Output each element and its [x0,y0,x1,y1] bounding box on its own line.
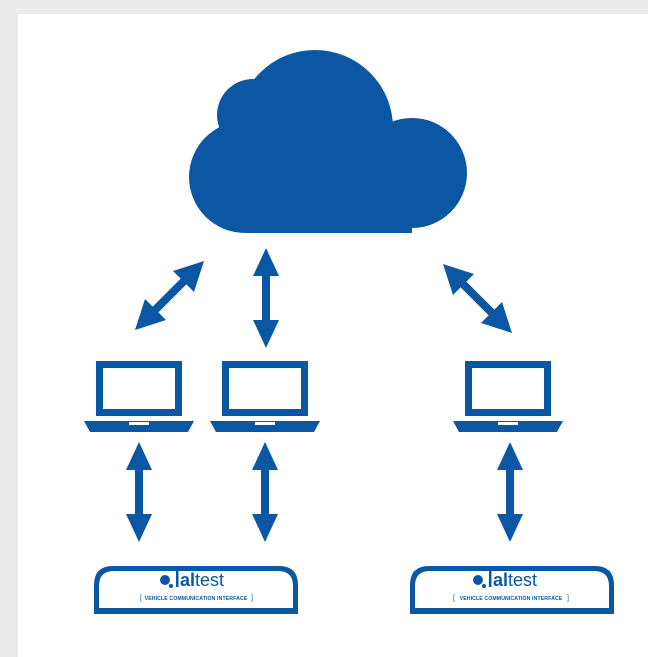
arrow-laptop-device-3 [497,442,523,542]
brand-prefix: al [493,570,508,590]
arrow-cloud-laptop-1 [135,261,204,330]
altest-logo-icon [160,570,179,588]
laptop-icon [453,361,563,432]
laptop-icon [84,361,194,432]
arrow-laptop-device-2 [252,442,278,542]
altest-logo-icon [473,570,492,588]
arrow-laptop-device-1 [126,442,152,542]
svg-text:[: [ [453,595,455,602]
device-tagline: VEHICLE COMMUNICATION INTERFACE [145,596,248,602]
svg-text:altest: altest [180,570,224,590]
laptop-icon [210,361,320,432]
svg-text:]: ] [251,595,253,602]
svg-text:]: ] [567,595,569,602]
arrow-cloud-laptop-2 [253,248,279,348]
svg-text:altest: altest [493,570,537,590]
vci-device-1: altest [ VEHICLE COMMUNICATION INTERFACE… [94,566,298,614]
arrow-cloud-laptop-3 [443,264,512,333]
device-tagline: VEHICLE COMMUNICATION INTERFACE [460,596,563,602]
vci-device-2: altest [ VEHICLE COMMUNICATION INTERFACE… [410,566,614,614]
cloud-icon [189,50,467,233]
svg-text:[: [ [140,595,142,602]
brand-suffix: test [508,570,537,590]
brand-suffix: test [195,570,224,590]
brand-prefix: al [180,570,195,590]
